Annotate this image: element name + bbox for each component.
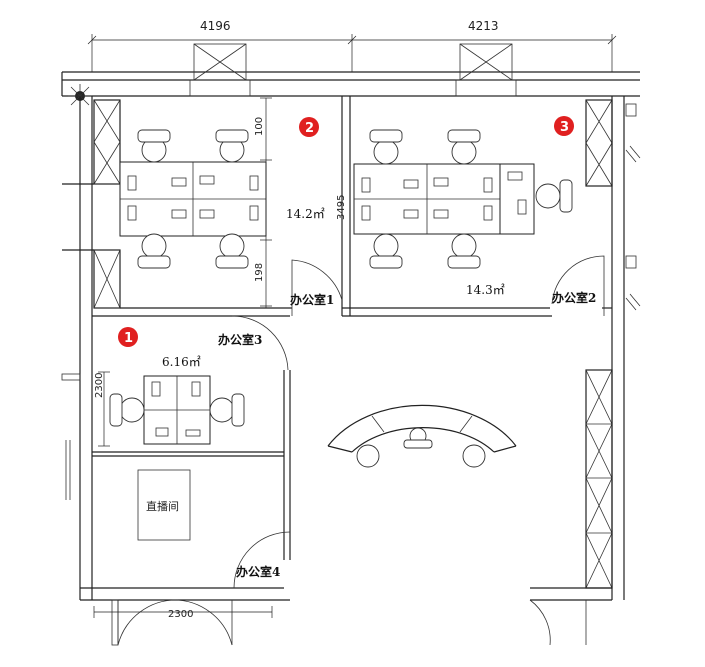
marker-3: 3 <box>554 116 574 136</box>
exterior-top-wall <box>61 71 640 97</box>
office3-workstations <box>353 129 573 269</box>
column-left-top <box>93 99 121 185</box>
office3-door-label: 办公室2 <box>552 290 596 305</box>
svg-text:3: 3 <box>560 120 569 135</box>
dimension-bottom-width: 2300 <box>168 609 193 620</box>
window-right <box>455 43 517 97</box>
right-wall-fixtures <box>625 103 641 311</box>
interior-walls <box>62 96 625 601</box>
svg-text:1: 1 <box>124 331 133 346</box>
reception-desk <box>327 404 517 468</box>
office1-dimension-line <box>98 371 110 447</box>
office1-door-label: 办公室3 <box>218 332 262 347</box>
office4-door-label: 办公室4 <box>236 564 280 579</box>
door-office4 <box>233 531 291 589</box>
bottom-dimension-line <box>93 606 273 618</box>
entrance-doors <box>111 599 587 646</box>
window-left <box>189 43 251 97</box>
door-office3 <box>231 315 289 371</box>
dimension-office3-height: 3495 <box>336 195 347 220</box>
dimension-top-right: 4213 <box>468 19 499 33</box>
office2-door-label: 办公室1 <box>290 292 334 307</box>
dimension-office1-height: 2300 <box>94 373 105 398</box>
top-dimension-line <box>87 34 617 72</box>
dimension-office2-bottom: 198 <box>254 263 265 282</box>
office2-area: 14.2㎡ <box>286 207 325 221</box>
column-right-bottom <box>585 369 613 589</box>
office2-dimension-line <box>260 97 272 308</box>
dimension-office2-top: 100 <box>254 117 265 136</box>
marker-1: 1 <box>118 327 138 347</box>
office1-area: 6.16㎡ <box>162 355 201 369</box>
door-office2 <box>551 255 605 316</box>
studio-label: 直播间 <box>146 499 179 513</box>
studio-area <box>137 469 191 541</box>
office1-workstations <box>109 375 245 445</box>
column-right-top <box>585 99 613 187</box>
left-wall-fixture <box>61 373 81 500</box>
svg-text:2: 2 <box>305 121 314 136</box>
dimension-top-left: 4196 <box>200 19 231 33</box>
office3-area: 14.3㎡ <box>466 283 505 297</box>
office2-workstations <box>119 129 267 269</box>
marker-2: 2 <box>299 117 319 137</box>
door-office1 <box>291 259 343 316</box>
column-left-mid <box>93 249 121 309</box>
